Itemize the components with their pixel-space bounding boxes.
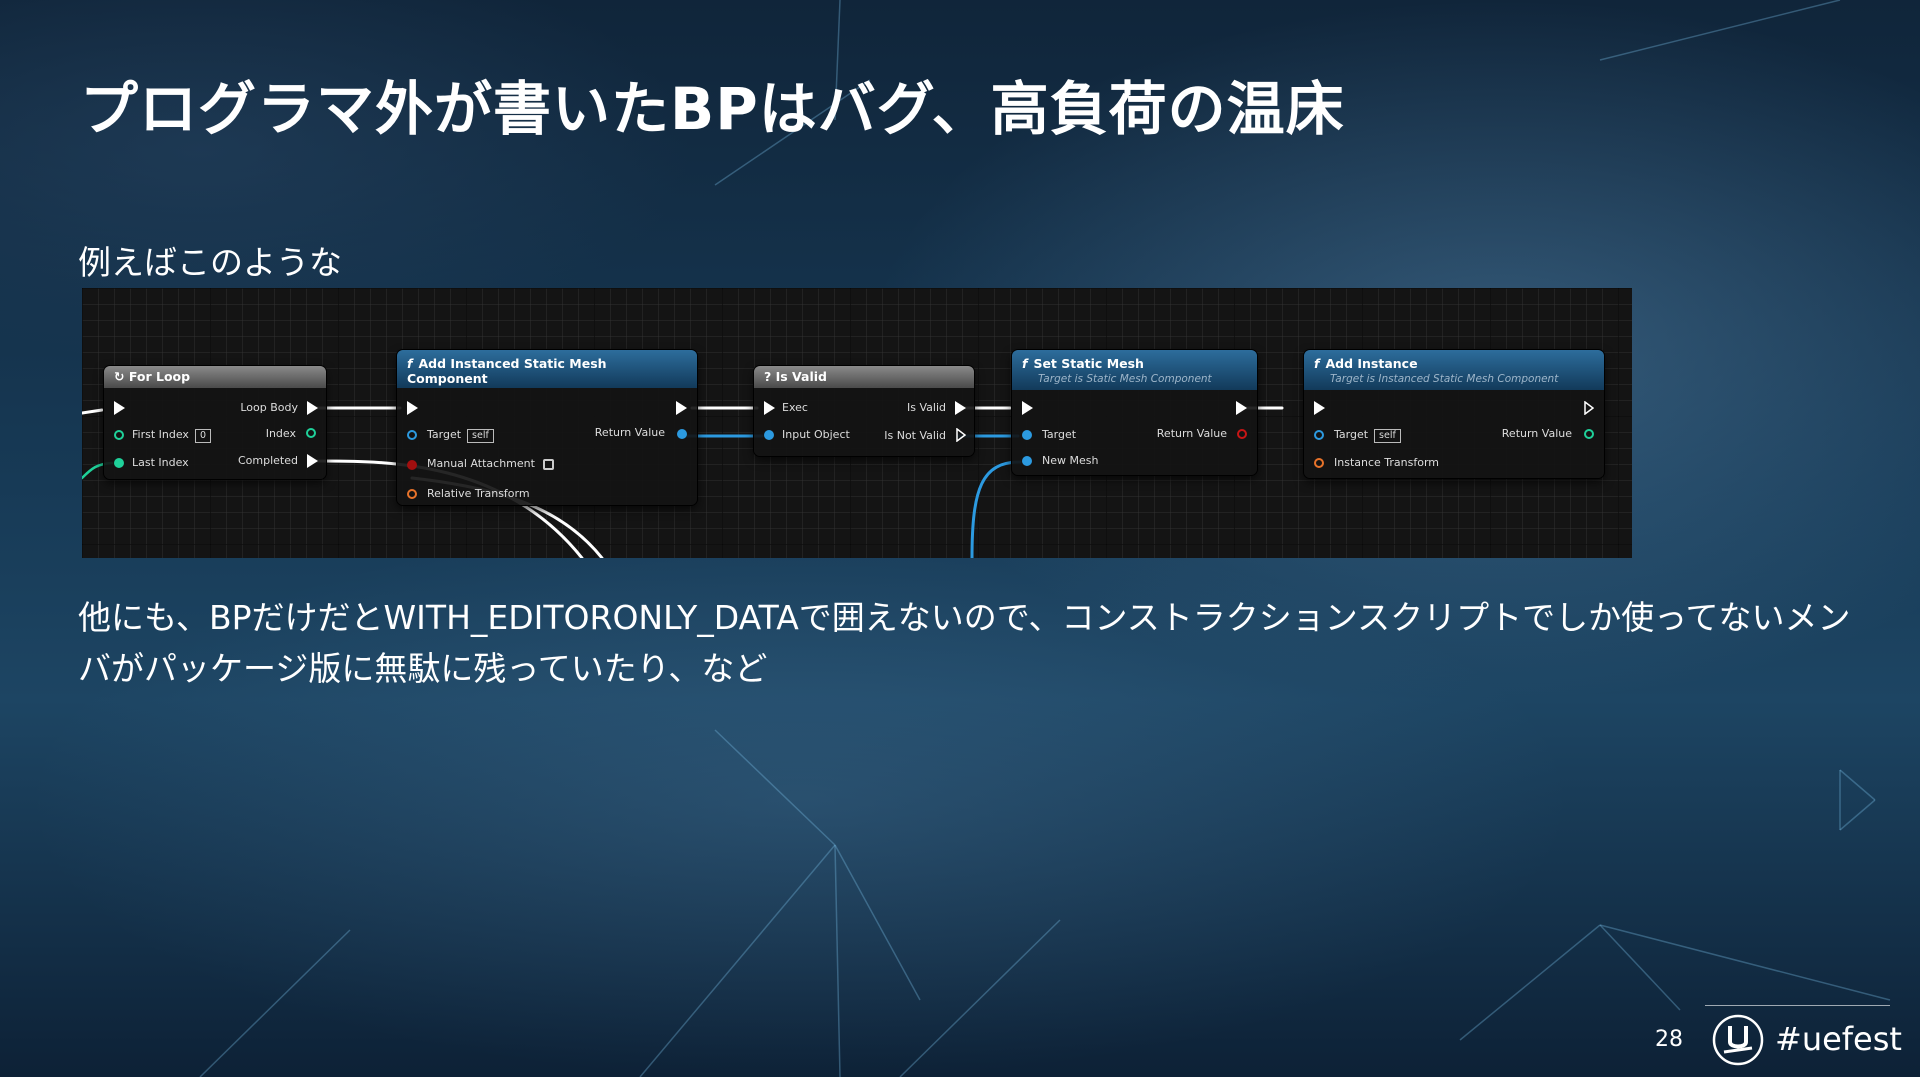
first-index-label: First Index (132, 428, 189, 441)
loop-body-label: Loop Body (240, 401, 298, 414)
target-pin[interactable] (1314, 430, 1324, 440)
relative-transform-pin[interactable] (407, 489, 417, 499)
node-title: Add Instance (1325, 356, 1418, 371)
return-value-label: Return Value (594, 426, 665, 439)
is-not-valid-pin[interactable] (956, 428, 966, 442)
return-value-pin[interactable] (1584, 429, 1594, 439)
target-pin[interactable] (407, 430, 417, 440)
target-label: Target (427, 428, 462, 441)
exec-label: Exec (782, 401, 808, 414)
loop-body-pin[interactable] (307, 401, 318, 415)
node-header: f Set Static Mesh Target is Static Mesh C… (1012, 350, 1257, 390)
node-header: ↻ For Loop (104, 366, 326, 388)
target-label: Target (1042, 428, 1077, 441)
page-number: 28 (1655, 1027, 1683, 1052)
new-mesh-label: New Mesh (1042, 454, 1099, 467)
node-subtitle: Target is Static Mesh Component (1038, 373, 1212, 385)
relative-transform-label: Relative Transform (427, 487, 530, 500)
node-subtitle: Target is Instanced Static Mesh Componen… (1330, 373, 1559, 385)
target-row: Target self (427, 428, 494, 443)
is-valid-label: Is Valid (907, 401, 946, 414)
input-object-pin[interactable] (764, 430, 774, 440)
manual-attachment-pin[interactable] (407, 460, 417, 470)
slide-title: プログラマ外が書いたBPはバグ、高負荷の温床 (80, 75, 1345, 143)
node-is-valid[interactable]: ? Is Valid Exec Is Valid Input Object Is… (754, 366, 974, 456)
exec-in-pin[interactable] (764, 401, 775, 415)
last-index-label: Last Index (132, 456, 189, 469)
exec-out-pin[interactable] (676, 401, 687, 415)
footer-divider (1705, 1005, 1890, 1006)
is-valid-pin[interactable] (955, 401, 966, 415)
last-index-pin[interactable] (114, 458, 124, 468)
exec-in-pin[interactable] (1022, 401, 1033, 415)
input-object-label: Input Object (782, 428, 850, 441)
manual-attachment-row: Manual Attachment (427, 457, 554, 470)
function-icon: f (1022, 356, 1028, 371)
exec-in-pin[interactable] (114, 401, 125, 415)
ue-fest-logo-icon (1712, 1014, 1764, 1066)
target-label: Target (1334, 428, 1369, 441)
node-title: For Loop (128, 369, 191, 384)
instance-transform-pin[interactable] (1314, 458, 1324, 468)
index-pin[interactable] (306, 428, 316, 438)
new-mesh-pin[interactable] (1022, 456, 1032, 466)
slide-body-text: 他にも、BPだけだとWITH_EDITORONLY_DATAで囲えないので、コン… (78, 598, 1851, 688)
is-not-valid-label: Is Not Valid (884, 429, 946, 442)
exec-out-pin[interactable] (1584, 401, 1594, 415)
first-index-row: First Index 0 (132, 428, 211, 443)
node-title: Add Instanced Static Mesh Component (407, 356, 607, 386)
node-header: f Add Instance Target is Instanced Static… (1304, 350, 1604, 390)
exec-out-pin[interactable] (1236, 401, 1247, 415)
slide-subtitle: 例えばこのような (78, 243, 342, 282)
manual-attachment-label: Manual Attachment (427, 457, 535, 470)
index-label: Index (265, 427, 296, 440)
node-add-instance[interactable]: f Add Instance Target is Instanced Static… (1304, 350, 1604, 478)
first-index-pin[interactable] (114, 430, 124, 440)
return-value-label: Return Value (1156, 427, 1227, 440)
node-set-static-mesh[interactable]: f Set Static Mesh Target is Static Mesh C… (1012, 350, 1257, 475)
return-value-label: Return Value (1501, 427, 1572, 440)
return-value-pin[interactable] (1237, 429, 1247, 439)
function-icon: f (1314, 356, 1320, 371)
target-value[interactable]: self (1374, 429, 1401, 443)
node-header: ? Is Valid (754, 366, 974, 388)
exec-in-pin[interactable] (1314, 401, 1325, 415)
target-row: Target self (1334, 428, 1401, 443)
instance-transform-label: Instance Transform (1334, 456, 1439, 469)
function-icon: f (407, 356, 413, 371)
exec-in-pin[interactable] (407, 401, 418, 415)
target-pin[interactable] (1022, 430, 1032, 440)
node-title: ? Is Valid (764, 369, 827, 384)
node-title: Set Static Mesh (1033, 356, 1144, 371)
target-value[interactable]: self (467, 429, 494, 443)
completed-label: Completed (238, 454, 298, 467)
loop-icon: ↻ (114, 369, 125, 384)
manual-attachment-checkbox[interactable] (542, 458, 554, 470)
completed-pin[interactable] (307, 454, 318, 468)
hashtag: #uefest (1775, 1020, 1902, 1058)
first-index-value[interactable]: 0 (194, 429, 211, 443)
return-value-pin[interactable] (677, 429, 687, 439)
